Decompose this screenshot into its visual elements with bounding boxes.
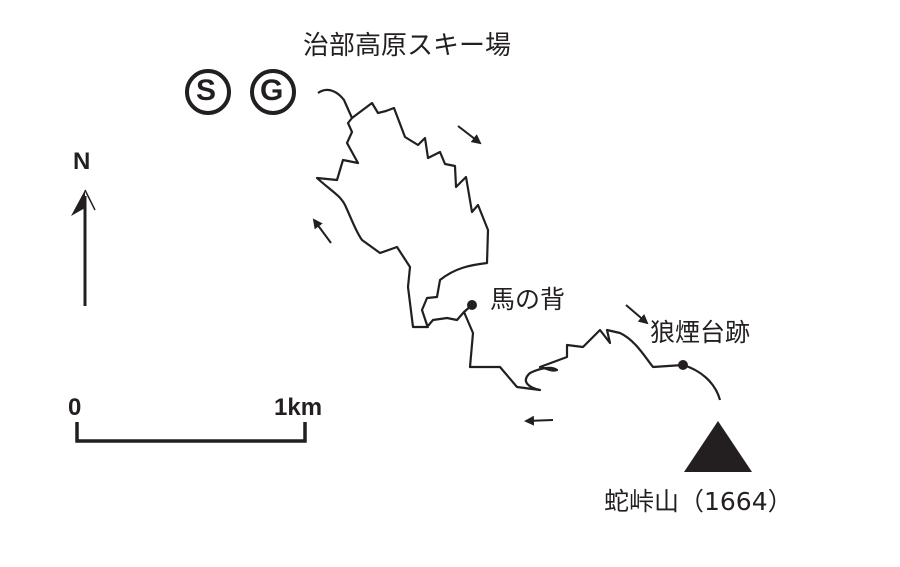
scale-end-label: 1km (274, 394, 323, 421)
direction-arrow-icon (457, 125, 482, 145)
direction-arrow-icon (524, 415, 554, 426)
start-goal-icon (185, 69, 296, 115)
umanose-label: 馬の背 (490, 285, 566, 314)
waypoint-dot-icon (467, 300, 477, 310)
noroshidai-label: 狼煙台跡 (650, 318, 751, 347)
direction-arrow-icon (625, 304, 649, 325)
start-marker-label: S (196, 74, 217, 107)
peak-label: 蛇峠山（1664） (604, 487, 793, 516)
waypoint-dot-icon (678, 360, 688, 370)
ski-area-label: 治部高原スキー場 (303, 31, 512, 61)
goal-marker-label: G (260, 74, 284, 107)
north-arrow-icon (71, 189, 96, 306)
trail-route (315, 88, 722, 401)
direction-arrow-icon (312, 218, 332, 244)
scale-start-label: 0 (68, 394, 82, 421)
summit-triangle-icon (684, 421, 752, 472)
scale-bar (75, 422, 307, 443)
north-label: N (73, 148, 91, 175)
